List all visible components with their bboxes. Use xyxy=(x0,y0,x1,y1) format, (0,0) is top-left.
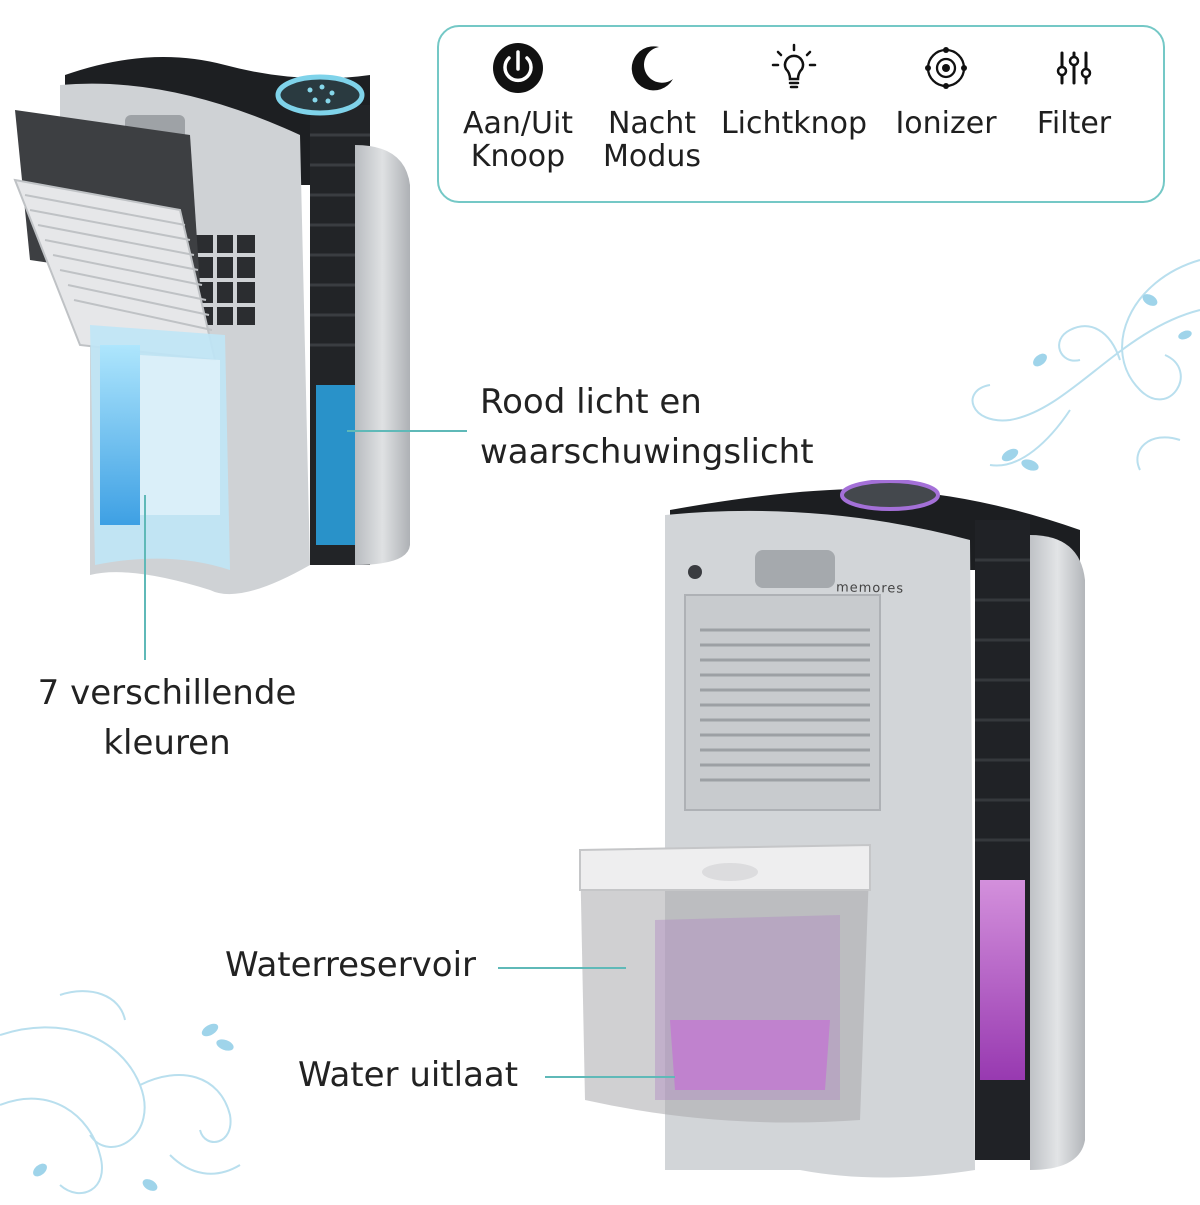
ionizer-icon xyxy=(925,47,967,89)
decorative-swirl-top-right xyxy=(971,259,1200,471)
leader-line-colors xyxy=(144,495,146,660)
lightbulb-icon xyxy=(771,43,817,89)
control-filter: Filter xyxy=(1019,41,1129,140)
power-icon xyxy=(493,43,543,93)
dehumidifier-front-image xyxy=(579,480,1085,1178)
leader-line-red-light xyxy=(347,430,467,432)
filter-sliders-icon xyxy=(1056,51,1092,85)
leader-line-reservoir xyxy=(498,967,626,969)
brand-logo-text: memores xyxy=(835,580,905,597)
dehumidifier-open-filter-image xyxy=(13,57,410,595)
control-filter-label: Filter xyxy=(1036,106,1112,141)
moon-icon xyxy=(631,46,673,91)
control-light-label: Lichtknop xyxy=(720,106,868,141)
control-light: Lichtknop xyxy=(719,41,869,140)
callout-water-reservoir: Waterreservoir xyxy=(225,945,477,985)
control-ionizer: Ionizer xyxy=(879,41,1013,140)
leader-line-outlet xyxy=(545,1076,675,1078)
control-ionizer-label: Ionizer xyxy=(895,106,997,141)
decorative-swirl-bottom-left xyxy=(0,990,241,1195)
callout-water-outlet: Water uitlaat xyxy=(298,1055,519,1095)
